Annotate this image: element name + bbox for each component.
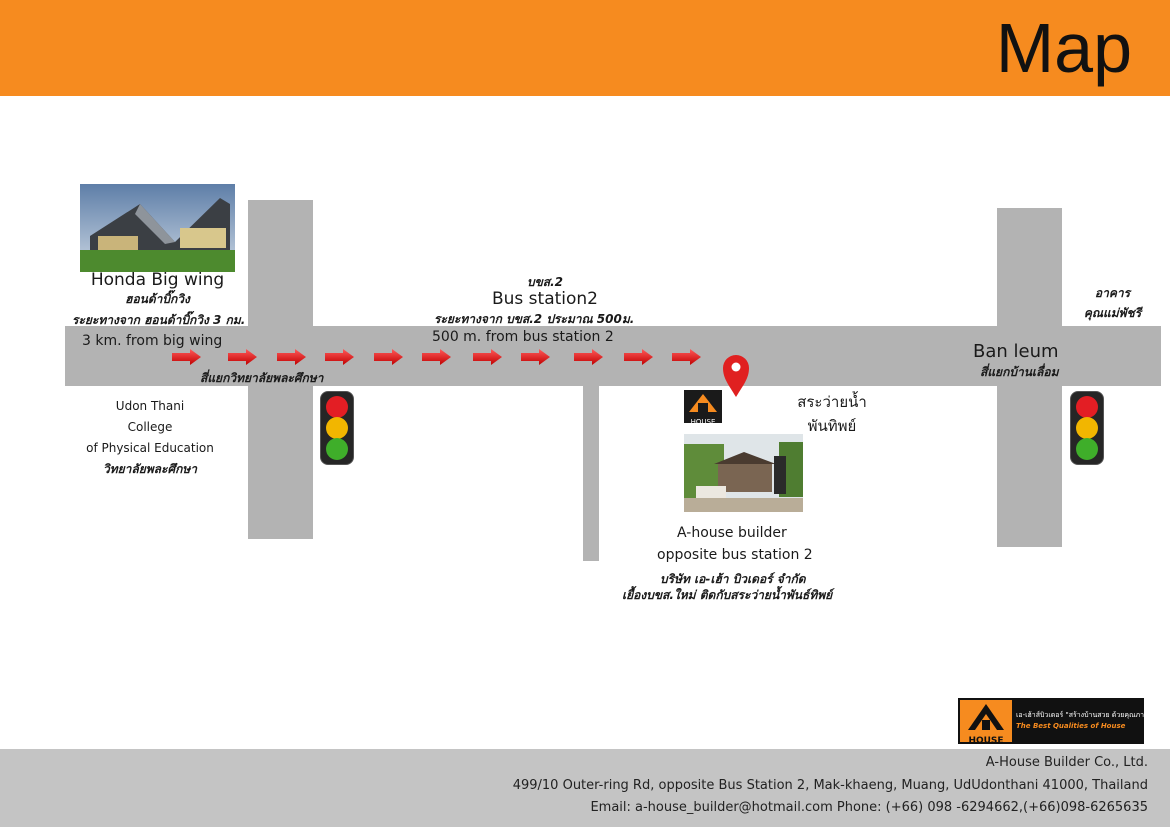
footer-company: A-House Builder Co., Ltd. xyxy=(985,755,1148,770)
college-line-1: Udon Thani xyxy=(115,399,185,413)
honda-name-thai: ฮอนด้าบิ๊กวิง xyxy=(125,292,190,306)
bus-station-name: Bus station2 xyxy=(491,289,599,309)
route-arrow-icon xyxy=(374,349,403,365)
brand-tagline-en: The Best Qualities of House xyxy=(1016,722,1126,730)
honda-distance-thai: ระยะทางจาก ฮอนด้าบิ๊กวิง 3 กม. xyxy=(72,313,246,327)
route-arrow-icon xyxy=(228,349,257,365)
brand-logo: HOUSE เอ-เฮ้าส์บิวเดอร์ "สร้างบ้านสวย ด้… xyxy=(958,698,1152,746)
route-arrow-icon xyxy=(325,349,354,365)
header-bar xyxy=(0,0,1170,96)
route-arrow-icon xyxy=(624,349,653,365)
route-arrow-icon xyxy=(172,349,201,365)
footer-contact: Email: a-house_builder@hotmail.com Phone… xyxy=(590,800,1148,815)
pool-line-2: พันทิพย์ xyxy=(807,417,857,435)
honda-distance-en: 3 km. from big wing xyxy=(82,333,223,349)
college-thai: วิทยาลัยพละศึกษา xyxy=(102,462,198,476)
college-line-2: College xyxy=(127,420,173,434)
route-arrow-icon xyxy=(521,349,550,365)
bus-station-distance-en: 500 m. from bus station 2 xyxy=(432,329,614,345)
ahouse-company-thai: บริษัท เอ-เฮ้า บิวเดอร์ จำกัด xyxy=(660,572,806,586)
traffic-light-icon xyxy=(320,391,354,465)
honda-label-group: Honda Big wing ฮอนด้าบิ๊กวิง xyxy=(50,270,265,308)
ahouse-office-photo xyxy=(684,434,803,512)
route-arrow-icon xyxy=(422,349,451,365)
route-arrow-icon xyxy=(473,349,502,365)
brand-logo-text: HOUSE xyxy=(968,736,1004,746)
building-line-2: คุณแม่พัชรี xyxy=(1083,306,1142,320)
college-intersection-thai: สี่แยกวิทยาลัยพละศึกษา xyxy=(200,371,324,385)
page-title: Map xyxy=(995,9,1132,87)
house-logo-icon: HOUSE xyxy=(684,390,722,426)
bus-station-thai: บขส.2 xyxy=(526,275,564,289)
ahouse-name: A-house builder xyxy=(677,525,787,541)
honda-building-photo xyxy=(80,184,235,272)
pool-label-group: สระว่ายน้ำ พันทิพย์ xyxy=(772,390,892,438)
cross-road-banleum xyxy=(997,208,1062,547)
ahouse-address-thai: เยื้องบขส.ใหม่ ติดกับสระว่ายน้ำพันธ์ทิพย… xyxy=(622,588,833,602)
building-label-group: อาคาร คุณแม่พัชรี xyxy=(1065,283,1160,323)
side-road-bus-station xyxy=(583,386,599,561)
college-line-3: of Physical Education xyxy=(86,441,214,455)
honda-name: Honda Big wing xyxy=(90,270,225,290)
college-label-group: Udon Thani College of Physical Education… xyxy=(60,396,240,480)
pool-line-1: สระว่ายน้ำ xyxy=(797,393,867,411)
route-arrow-icon xyxy=(277,349,306,365)
route-arrow-icon xyxy=(574,349,603,365)
banleum-name: Ban leum xyxy=(973,341,1059,362)
bus-station-label-group: บขส.2 Bus station2 xyxy=(420,275,670,309)
house-logo-icon: HOUSE xyxy=(960,700,1012,746)
traffic-light-icon xyxy=(1070,391,1104,465)
bus-station-distance-thai: ระยะทางจาก บขส.2 ประมาณ 500ม. xyxy=(434,312,635,326)
route-arrow-icon xyxy=(672,349,701,365)
footer-address: 499/10 Outer-ring Rd, opposite Bus Stati… xyxy=(512,778,1148,793)
map-pin-icon xyxy=(723,355,749,397)
building-line-1: อาคาร xyxy=(1094,286,1131,300)
ahouse-location: opposite bus station 2 xyxy=(657,547,813,563)
banleum-thai: สี่แยกบ้านเลื่อม xyxy=(980,365,1059,379)
cross-road-college xyxy=(248,200,313,539)
footer-bar xyxy=(0,749,1170,827)
brand-tagline-thai: เอ-เฮ้าส์บิวเดอร์ "สร้างบ้านสวย ด้วยคุณภ… xyxy=(1016,711,1152,719)
house-logo-text: HOUSE xyxy=(690,418,716,426)
